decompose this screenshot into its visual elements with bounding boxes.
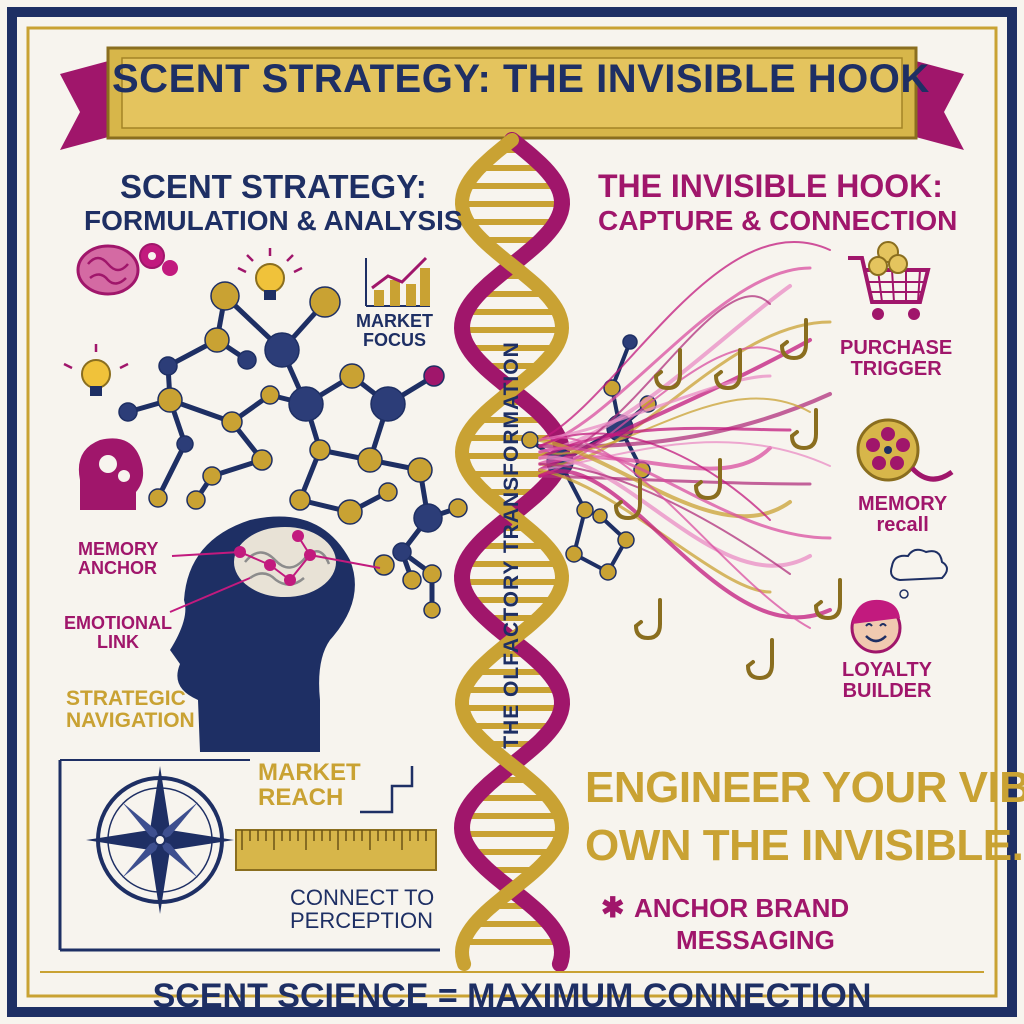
scent-stream [539, 432, 771, 521]
film-reel-icon [856, 418, 954, 482]
fishing-hook-icon [745, 638, 774, 681]
scent-stream [538, 469, 832, 620]
right-heading-line2: CAPTURE & CONNECTION [598, 205, 958, 236]
fishing-hook-icon [813, 578, 842, 621]
scent-stream [538, 374, 772, 442]
left-heading-line1: SCENT STRATEGY: [120, 168, 427, 205]
scent-stream [538, 446, 832, 540]
scent-stream [538, 426, 792, 460]
title-banner [60, 46, 964, 150]
scent-stream [538, 284, 792, 454]
shopping-cart-icon [848, 256, 931, 320]
head-gears-icon [78, 438, 144, 510]
fishing-hook-icon [653, 348, 682, 391]
fishing-hook-icon [693, 458, 722, 501]
left-heading-line2: FORMULATION & ANALYSIS [84, 205, 463, 236]
fishing-hook-icon [789, 408, 818, 451]
smiley-face-icon [850, 599, 902, 654]
scent-stream [539, 441, 831, 471]
dna-helix-icon [453, 132, 571, 972]
outer-frame [7, 7, 1017, 1017]
fishing-hook-icon [613, 478, 642, 521]
brain-gears-icon [76, 243, 178, 296]
lightbulb-icon [237, 248, 303, 300]
coin-icon [868, 241, 908, 276]
lightbulb-icon [63, 344, 129, 396]
inner-gold-frame [26, 26, 998, 998]
anchor-brand-line2: MESSAGING [676, 925, 835, 955]
scent-stream [538, 446, 772, 471]
asterisk-bullet-icon: ✱ [601, 892, 625, 923]
scent-stream [538, 338, 812, 472]
thought-cloud-icon [890, 548, 948, 599]
head-brain-icon [169, 516, 381, 752]
compass-icon [58, 759, 440, 952]
molecule-atoms [118, 281, 468, 619]
scent-stream [538, 455, 812, 568]
fishing-hook-icon [633, 598, 662, 641]
bar-chart-icon [365, 256, 430, 307]
footer-slogan: SCENT SCIENCE = MAXIMUM CONNECTION [152, 977, 872, 1015]
fishing-hook-icon [779, 318, 808, 361]
right-heading-line1: THE INVISIBLE HOOK: [598, 168, 943, 204]
scent-stream [539, 241, 831, 441]
scent-stream [539, 463, 791, 575]
fishing-hook-icon [613, 318, 842, 681]
ruler-icon [235, 766, 437, 871]
fishing-hook-icon [713, 348, 742, 391]
tagline-line1: ENGINEER YOUR VIBE. [585, 763, 1024, 812]
scent-streams [538, 241, 832, 629]
banner-title: SCENT STRATEGY: THE INVISIBLE HOOK [112, 57, 930, 101]
scent-stream [538, 266, 812, 448]
anchor-brand-line1: ANCHOR BRAND [634, 893, 850, 923]
tagline-line2: OWN THE INVISIBLE. [585, 821, 1024, 870]
scent-stream [539, 397, 811, 455]
olfactory-transformation-label: THE OLFACTORY TRANSFORMATION [500, 341, 523, 749]
scent-stream [538, 468, 772, 594]
scent-stream [539, 436, 811, 629]
scent-stream [538, 474, 812, 486]
